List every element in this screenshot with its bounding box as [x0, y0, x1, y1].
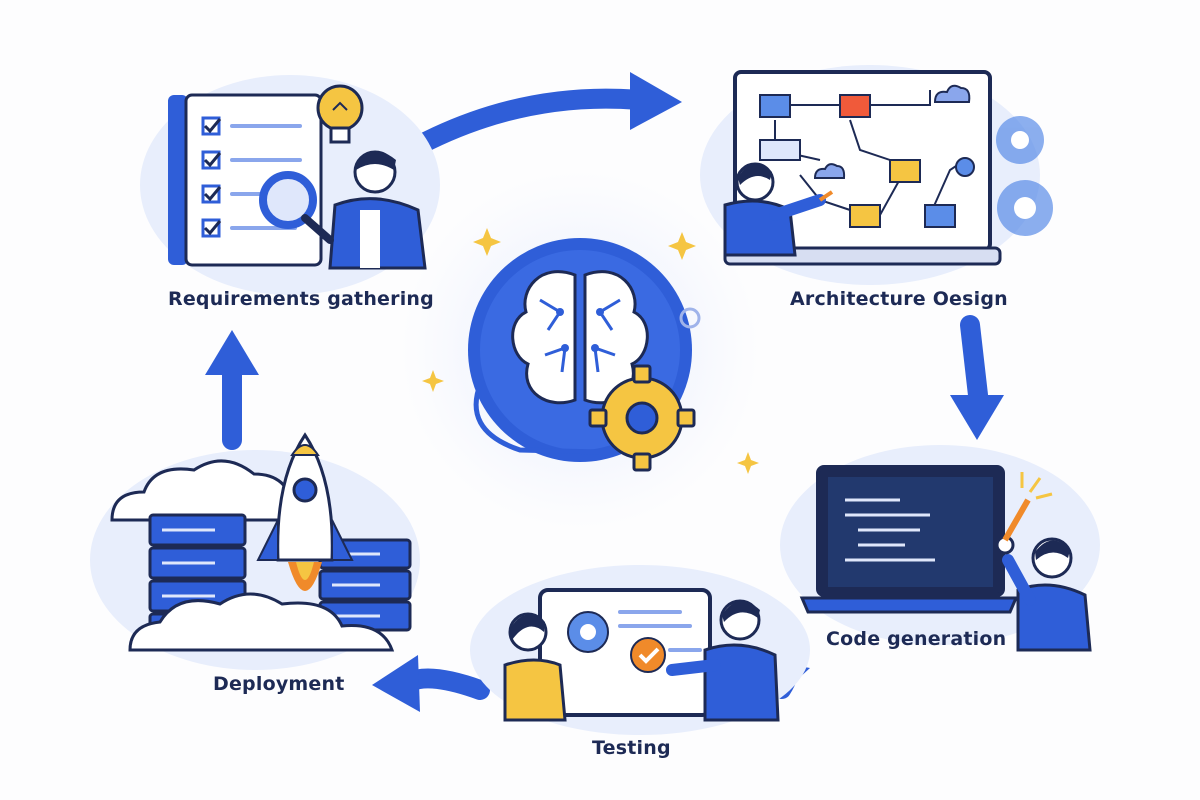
- stage-label-testing: Testing: [592, 737, 671, 759]
- laptop-icon: [799, 465, 1019, 614]
- code-generation-illustration: [780, 445, 1100, 652]
- deployment-illustration: [90, 432, 420, 670]
- sparkle-icon: [422, 228, 759, 474]
- stage-label-requirements: Requirements gathering: [168, 288, 434, 310]
- architecture-illustration: [700, 65, 1053, 285]
- cloud-icon: [110, 459, 296, 522]
- cycle-arrow-icon: [950, 315, 1004, 440]
- central-ai-brain: [400, 170, 760, 530]
- checkmark-icon: [630, 637, 666, 673]
- requirements-illustration: [140, 75, 440, 295]
- stage-label-code-generation: Code generation: [826, 628, 1007, 650]
- stage-label-deployment: Deployment: [213, 673, 345, 695]
- rocket-icon: [256, 432, 354, 591]
- cycle-arrow-icon: [205, 330, 259, 450]
- gear-icon: [588, 364, 696, 472]
- cycle-arrow-icon: [372, 655, 490, 712]
- magnifier-icon: [259, 171, 334, 244]
- lightbulb-icon: [316, 84, 364, 144]
- testing-illustration: [470, 565, 810, 735]
- gear-icon: [567, 611, 609, 653]
- stage-label-architecture: Architecture Oesign: [790, 288, 1008, 310]
- cycle-arrow-icon: [400, 72, 682, 160]
